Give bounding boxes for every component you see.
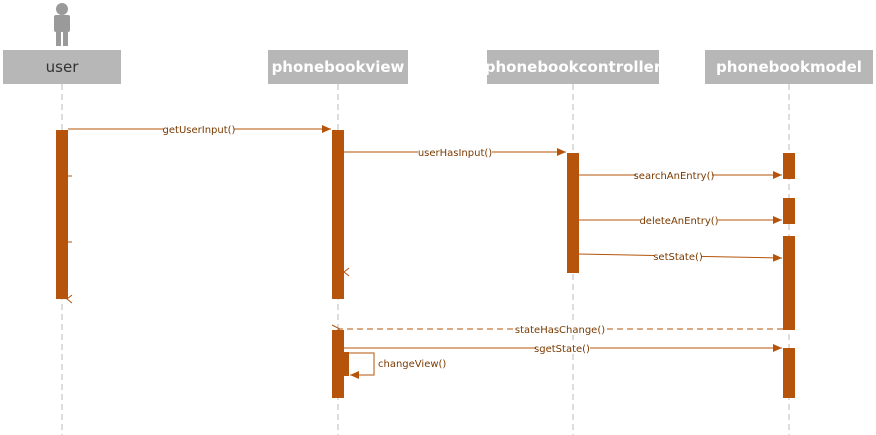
activation-phonebookview-nested (340, 352, 349, 376)
lifeline-label-user: user (45, 58, 79, 76)
activation-phonebookmodel-1 (783, 153, 795, 179)
activation-phonebookcontroller (567, 153, 579, 273)
lifeline-header-user: user (3, 50, 121, 84)
message-setState-label: setState() (653, 252, 703, 263)
lifeline-header-phonebookmodel: phonebookmodel (705, 50, 873, 84)
message-deleteAnEntry-label: deleteAnEntry() (639, 216, 718, 227)
activation-phonebookmodel-3 (783, 236, 795, 330)
message-userHasInput-label: userHasInput() (418, 148, 492, 159)
message-sgetState-label: sgetState() (534, 344, 590, 355)
lifeline-header-phonebookcontroller: phonebookcontroller (484, 50, 662, 84)
activation-user (56, 130, 68, 299)
activation-phonebookmodel-4 (783, 348, 795, 398)
message-getUserInput-label: getUserInput() (163, 125, 236, 136)
message-changeView-label: changeView() (378, 359, 446, 370)
person-icon (54, 3, 70, 46)
activation-phonebookmodel-2 (783, 198, 795, 224)
lifeline-label-phonebookcontroller: phonebookcontroller (484, 58, 662, 76)
activations (56, 130, 795, 398)
message-changeView-arrow (344, 352, 375, 379)
lifeline-label-phonebookview: phonebookview (271, 58, 405, 76)
lifeline-header-phonebookview: phonebookview (268, 50, 408, 84)
activation-phonebookview-1 (332, 130, 344, 299)
lifeline-label-phonebookmodel: phonebookmodel (716, 58, 862, 76)
message-stateHasChange-label: stateHasChange() (515, 325, 605, 336)
message-searchAnEntry-label: searchAnEntry() (634, 171, 715, 182)
activation-phonebookview-2 (332, 330, 344, 398)
messages: getUserInput() userHasInput() searchAnEn… (68, 123, 783, 379)
return-ticks (66, 175, 350, 304)
